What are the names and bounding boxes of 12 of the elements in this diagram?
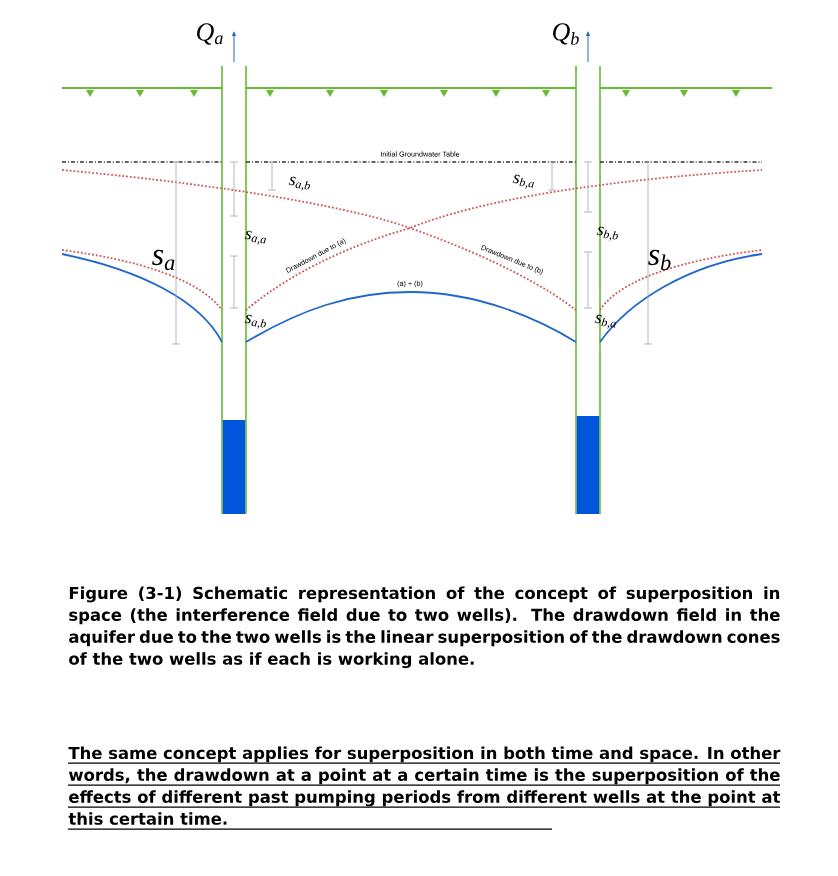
drawdown-symbol: s$_{a,b}$ [288, 176, 310, 191]
total-drawdown-label: s$_{b}$ [648, 249, 671, 271]
figure-caption: Figure (3-1) Schematic representation of the concept of superposition in space (the interference field due to two wells). The drawdown field in the aquifer due to the two wells is the linear superposition of the drawdown cones of the two wells as if each is working alone. [69, 586, 780, 669]
pumping-rate-label: Q$_{a}$ [197, 23, 223, 45]
note-paragraph: The same concept applies for superposition in both time and space. In other words, the drawdown at a point at a certain time is the superposition of the effects of different past pumping periods from different wells at the point at this certain time. [68, 746, 781, 825]
drawdown-symbol: s$_{a,b}$ [244, 314, 266, 329]
drawdown-symbol: s$_{b,a}$ [594, 314, 617, 329]
pumping-rate-label: Q$_{b}$ [553, 23, 579, 45]
drawdown-symbol: s$_{a,a}$ [244, 230, 267, 245]
drawdown-symbol: s$_{b,a}$ [512, 174, 535, 189]
total-drawdown-label: s$_{a}$ [152, 249, 175, 271]
drawdown-symbol: s$_{b,b}$ [596, 226, 618, 241]
